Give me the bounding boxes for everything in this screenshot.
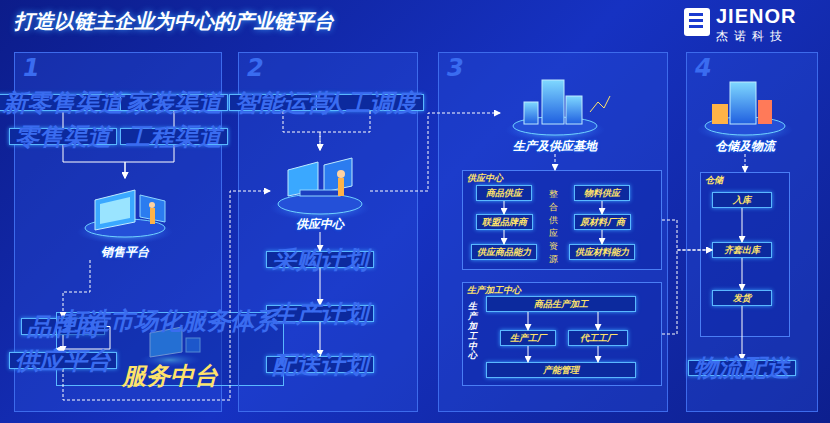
node-text: 生产计划 bbox=[272, 308, 368, 320]
logo-subtext: 杰诺科技 bbox=[716, 28, 788, 45]
diagram-title: 打造以链主企业为中心的产业链平台 bbox=[14, 8, 334, 35]
process-box: 物料供应 bbox=[574, 185, 630, 201]
node-text: 商品供应 bbox=[486, 187, 522, 199]
process-box: 生产计划 bbox=[266, 305, 374, 322]
node-text: 2 bbox=[247, 54, 409, 82]
warehouse-illustration bbox=[697, 82, 793, 142]
connector bbox=[63, 111, 64, 128]
process-box: 齐套出库 bbox=[712, 242, 772, 258]
platform-node: 仓储及物流 bbox=[690, 72, 800, 154]
connector bbox=[555, 154, 556, 170]
node-text: 生产工厂 bbox=[510, 332, 546, 344]
node-text: 服务中台 bbox=[122, 371, 218, 382]
process-box: 供应平台 bbox=[9, 352, 117, 369]
group-box: 生产加工中心生产加工中心商品生产加工生产工厂代工工厂产能管理 bbox=[462, 282, 662, 386]
process-box: 商品生产加工 bbox=[486, 296, 636, 312]
node-text: 新零售渠道 bbox=[3, 97, 123, 109]
node-text: 打造市场化服务体系 bbox=[62, 316, 278, 327]
node-text: 采购计划 bbox=[272, 254, 368, 266]
connector bbox=[283, 111, 320, 150]
process-box: 代工工厂 bbox=[568, 330, 628, 346]
node-text: 代工工厂 bbox=[580, 332, 616, 344]
node-text: 供应商品能力 bbox=[477, 246, 531, 258]
process-box: 供应商品能力 bbox=[471, 244, 537, 260]
process-box: 入库 bbox=[712, 192, 772, 208]
node-text: 供应中心 bbox=[467, 172, 657, 184]
node-text: 人工调度 bbox=[322, 97, 418, 109]
group-box: 仓储入库齐套出库发货 bbox=[700, 172, 790, 337]
node-text: 原材料厂商 bbox=[580, 216, 625, 228]
connector bbox=[320, 111, 370, 150]
stage-panel: 2 智能运营人工调度供应中心采购计划生产计划配送计划 bbox=[238, 52, 418, 412]
stage-panel: 1新零售渠道家装渠道零售渠道工程渠道销售平台品牌商打造市场化服务体系服务中台供应… bbox=[14, 52, 222, 412]
node-text: 仓储及物流 bbox=[715, 139, 775, 154]
platform-node: 供应中心 bbox=[270, 150, 370, 232]
connector bbox=[320, 232, 321, 251]
node-text: 入库 bbox=[733, 194, 751, 206]
panel-fills bbox=[14, 52, 818, 412]
process-box: 生产工厂 bbox=[500, 330, 556, 346]
node-text: 智能运营 bbox=[235, 97, 331, 109]
node-text: 销售平台 bbox=[101, 245, 149, 260]
logo-icon bbox=[684, 8, 710, 36]
sales-platform-illustration bbox=[77, 190, 173, 244]
node-text: 生产加工中心 bbox=[467, 284, 657, 296]
process-box: 智能运营 bbox=[229, 94, 337, 111]
stage-panel: 4 仓储及物流仓储入库齐套出库发货物流配送 bbox=[686, 52, 818, 412]
platform-node: 销售平台 bbox=[70, 178, 180, 260]
supply-center-illustration bbox=[270, 158, 370, 221]
connector bbox=[63, 260, 90, 318]
process-box: 商品供应 bbox=[476, 185, 532, 201]
vertical-label: 整合供应资源 bbox=[549, 188, 558, 266]
node-text: 生产加工中心 bbox=[468, 302, 477, 361]
group-box: 供应中心商品供应联盟品牌商供应商品能力 物料供应原材料厂商供应材料能力 bbox=[462, 170, 662, 270]
process-box: 工程渠道 bbox=[120, 128, 228, 145]
node-text: 供应材料能力 bbox=[575, 246, 629, 258]
process-box: 物流配送 bbox=[688, 360, 796, 376]
connector bbox=[174, 111, 175, 128]
node-text: 发货 bbox=[733, 292, 751, 304]
logo-text: JIENOR bbox=[716, 5, 796, 28]
connector bbox=[125, 145, 174, 178]
node-text: 物流配送 bbox=[694, 362, 790, 374]
node-text: 商品生产加工 bbox=[534, 298, 588, 310]
process-box: 采购计划 bbox=[266, 251, 374, 268]
node-text: 仓储 bbox=[705, 174, 785, 186]
node-text: 齐套出库 bbox=[724, 244, 760, 256]
node-text: 配送计划 bbox=[272, 359, 368, 371]
node-text: 供应平台 bbox=[15, 355, 111, 367]
service-box: 打造市场化服务体系服务中台 bbox=[56, 312, 284, 386]
connector bbox=[320, 268, 321, 305]
node-text: 产能管理 bbox=[543, 364, 579, 376]
node-text: 供应中心 bbox=[296, 217, 344, 232]
production-base-illustration bbox=[505, 80, 610, 142]
process-box: 新零售渠道 bbox=[0, 94, 129, 111]
process-box: 原材料厂商 bbox=[574, 214, 631, 230]
connector bbox=[745, 154, 746, 172]
process-box: 产能管理 bbox=[486, 362, 636, 378]
node-text: 4 bbox=[695, 54, 809, 82]
process-box: 家装渠道 bbox=[120, 94, 228, 111]
node-text: 3 bbox=[447, 54, 659, 82]
platform-node: 生产及供应基地 bbox=[500, 72, 610, 154]
node-text: 生产及供应基地 bbox=[513, 139, 597, 154]
node-text: 联盟品牌商 bbox=[482, 216, 527, 228]
process-box: 联盟品牌商 bbox=[476, 214, 533, 230]
connector bbox=[63, 145, 125, 178]
node-text: 物料供应 bbox=[584, 187, 620, 199]
node-text: 1 bbox=[23, 54, 213, 82]
process-box: 配送计划 bbox=[266, 356, 374, 373]
node-text: 工程渠道 bbox=[126, 131, 222, 143]
node-text: 零售渠道 bbox=[15, 131, 111, 143]
process-box: 供应材料能力 bbox=[569, 244, 635, 260]
process-box: 发货 bbox=[712, 290, 772, 306]
connector bbox=[320, 322, 321, 356]
node-text: 家装渠道 bbox=[126, 97, 222, 109]
process-box: 零售渠道 bbox=[9, 128, 117, 145]
process-box: 人工调度 bbox=[316, 94, 424, 111]
